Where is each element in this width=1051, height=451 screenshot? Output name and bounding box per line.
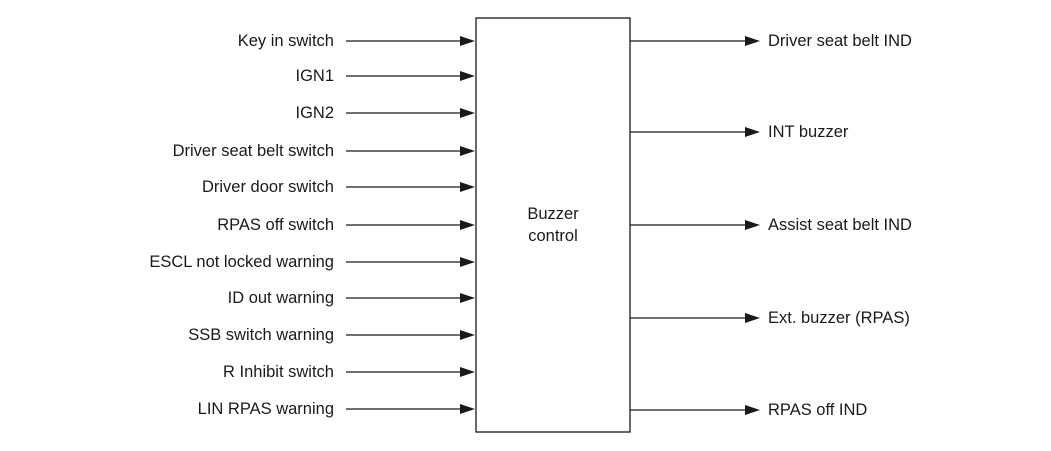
output-arrow-0 xyxy=(630,36,760,46)
block-title-line1: Buzzer xyxy=(527,205,579,223)
output-arrows xyxy=(630,36,760,415)
input-label-driver-door-switch: Driver door switch xyxy=(201,178,334,196)
input-arrow-5 xyxy=(346,220,475,230)
input-label-key-in-switch: Key in switch xyxy=(237,32,334,50)
input-label-escl-not-locked-warning: ESCL not locked warning xyxy=(149,253,334,271)
output-label-assist-seat-belt-ind: Assist seat belt IND xyxy=(768,216,912,234)
input-arrow-10 xyxy=(346,404,475,414)
block-title: Buzzer control xyxy=(476,203,630,247)
output-label-ext-buzzer-rpas: Ext. buzzer (RPAS) xyxy=(768,309,910,327)
input-arrow-1 xyxy=(346,71,475,81)
block-title-line2: control xyxy=(528,227,578,245)
input-arrow-6 xyxy=(346,257,475,267)
output-arrow-4 xyxy=(630,405,760,415)
input-label-ign1: IGN1 xyxy=(295,67,334,85)
output-label-int-buzzer: INT buzzer xyxy=(768,123,849,141)
input-label-ssb-switch-warning: SSB switch warning xyxy=(188,326,334,344)
input-label-id-out-warning: ID out warning xyxy=(227,289,334,307)
input-arrow-8 xyxy=(346,330,475,340)
output-arrow-2 xyxy=(630,220,760,230)
output-label-rpas-off-ind: RPAS off IND xyxy=(768,401,868,419)
input-arrow-9 xyxy=(346,367,475,377)
input-label-rpas-off-switch: RPAS off switch xyxy=(217,216,334,234)
output-arrow-3 xyxy=(630,313,760,323)
input-label-r-inhibit-switch: R Inhibit switch xyxy=(223,363,334,381)
input-arrow-3 xyxy=(346,146,475,156)
input-arrows xyxy=(346,36,475,414)
input-arrow-0 xyxy=(346,36,475,46)
input-arrow-4 xyxy=(346,182,475,192)
output-label-driver-seat-belt-ind: Driver seat belt IND xyxy=(768,32,912,50)
buzzer-control-block xyxy=(475,17,631,433)
input-arrow-2 xyxy=(346,108,475,118)
input-label-driver-seat-belt-switch: Driver seat belt switch xyxy=(172,142,334,160)
input-label-lin-rpas-warning: LIN RPAS warning xyxy=(197,400,334,418)
output-arrow-1 xyxy=(630,127,760,137)
input-label-ign2: IGN2 xyxy=(295,104,334,122)
input-arrow-7 xyxy=(346,293,475,303)
